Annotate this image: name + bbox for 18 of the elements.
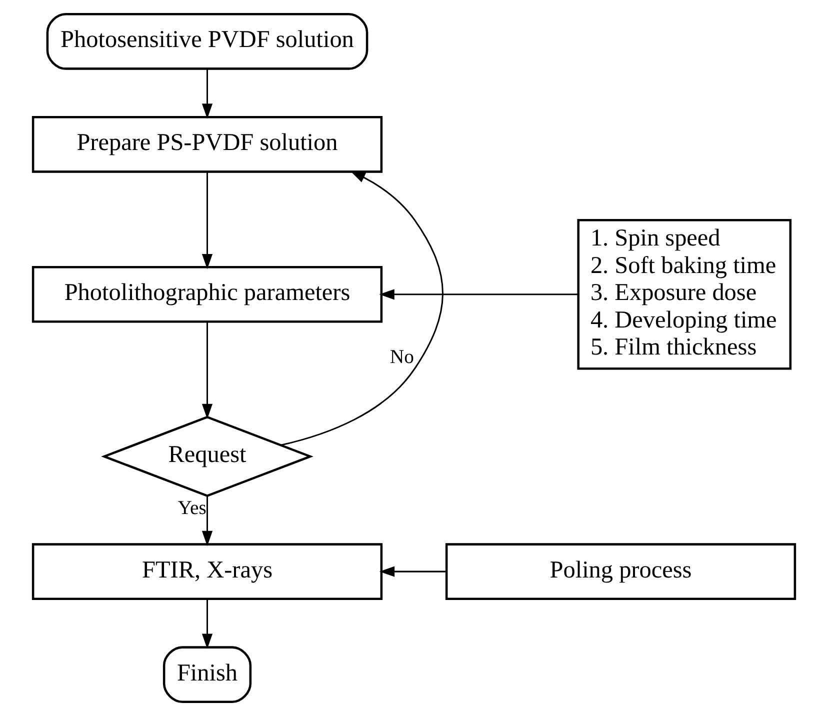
node-box: FTIR, X-rays xyxy=(31,543,382,600)
arrow xyxy=(201,172,212,270)
edge-label: No xyxy=(389,346,414,368)
node-box: Prepare PS-PVDF solution xyxy=(31,116,382,173)
arrow xyxy=(378,289,578,300)
node-diamond: Request xyxy=(100,416,313,498)
arrow xyxy=(201,322,212,420)
edge-label: Yes xyxy=(177,497,206,520)
arrow xyxy=(201,599,212,649)
arrow xyxy=(201,69,212,119)
node-box: Finish xyxy=(162,646,252,703)
node-box: 1. Spin speed 2. Soft baking time 3. Exposure dose 4. Developing time 5. Film thickness xyxy=(576,219,792,370)
node-box: Photosensitive PVDF solution xyxy=(46,13,368,70)
node-box: Poling process xyxy=(444,543,796,600)
arrow xyxy=(280,170,443,446)
arrow xyxy=(378,566,446,577)
arrow xyxy=(201,496,212,546)
node-box: Photolithographic parameters xyxy=(31,266,382,323)
